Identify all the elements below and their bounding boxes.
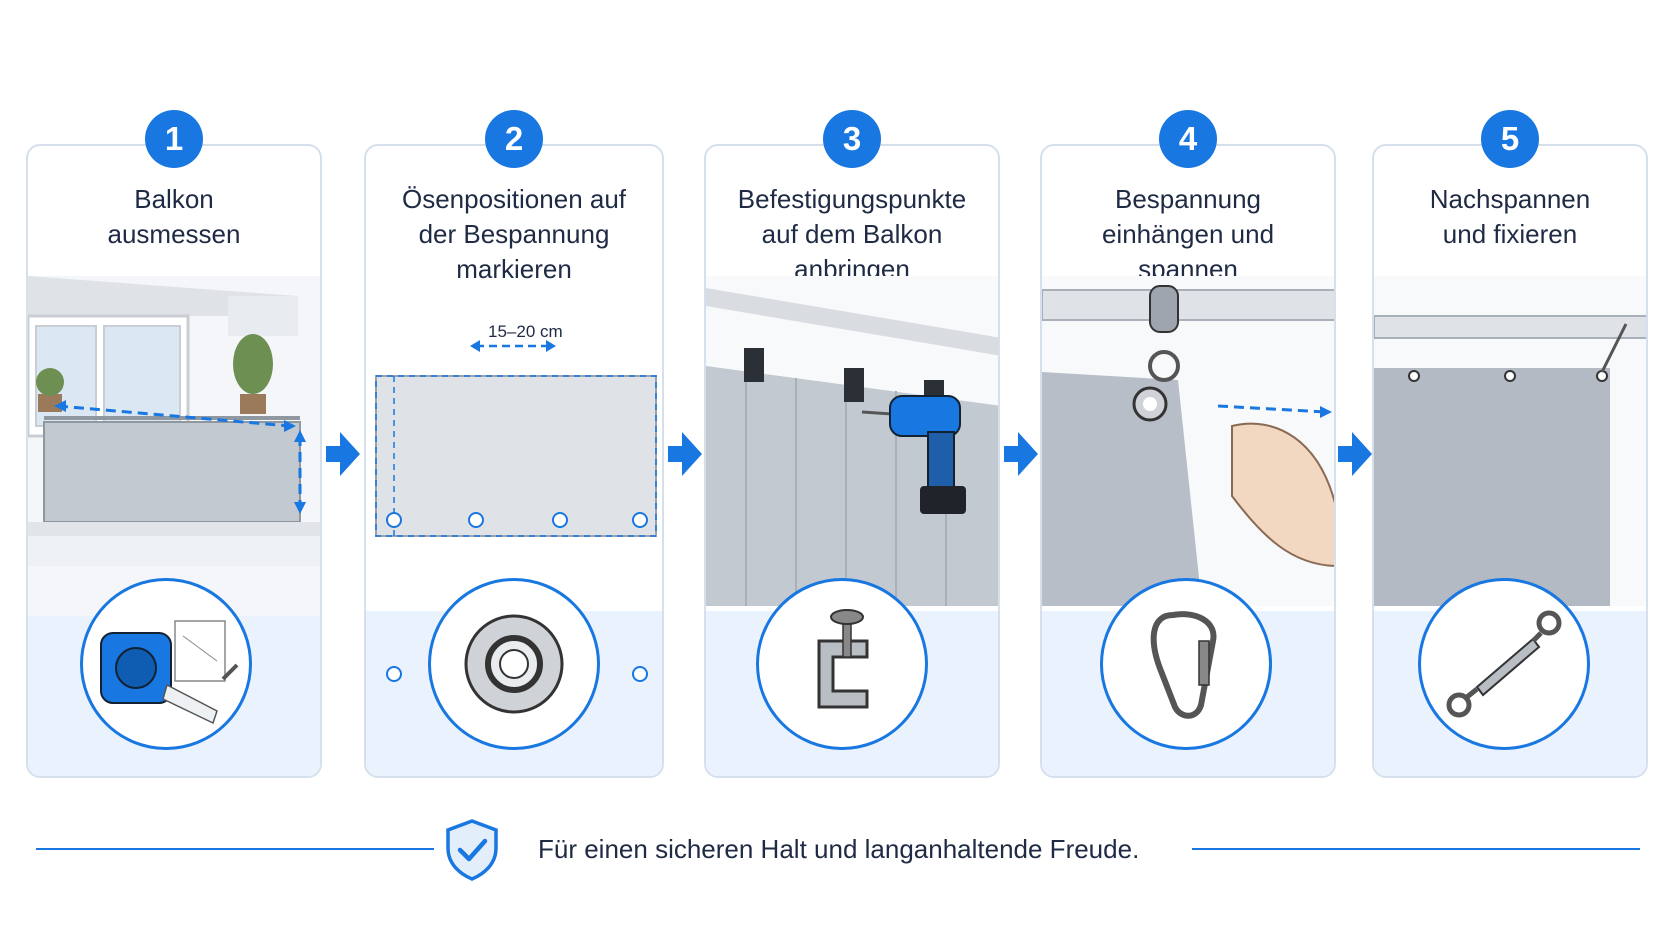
- step-card-2: Ösenpositionen auf der Bespannung markie…: [364, 144, 664, 778]
- tool-circle: [428, 578, 600, 750]
- tool-circle: [1418, 578, 1590, 750]
- step-title: Ösenpositionen auf der Bespannung markie…: [401, 184, 627, 284]
- turnbuckle-icon: [1446, 610, 1562, 718]
- tool-circle: [1100, 578, 1272, 750]
- tool-circle: [80, 578, 252, 750]
- footer-slogan: Für einen sicheren Halt und langanhalten…: [538, 834, 1140, 864]
- arrow-right-icon: [1004, 432, 1038, 476]
- tensioned-fabric-illustration: [1374, 276, 1646, 606]
- clamp-icon: [817, 609, 869, 709]
- footer-divider-right: [1192, 848, 1640, 850]
- step-title: Balkon ausmessen: [107, 184, 241, 249]
- step-card-4: Bespannung einhängen und spannen: [1040, 144, 1336, 778]
- step-title: Befestigungspunkte auf dem Balkon anbrin…: [737, 184, 967, 284]
- step-card-3: Befestigungspunkte auf dem Balkon anbrin…: [704, 144, 1000, 778]
- fabric-marking-illustration: [375, 340, 657, 537]
- step-card-1: Balkon ausmessen: [26, 144, 322, 778]
- arrow-right-icon: [668, 432, 702, 476]
- arrow-right-icon: [326, 432, 360, 476]
- step-title: Nachspannen und fixieren: [1429, 184, 1591, 249]
- drill-illustration: [706, 276, 998, 606]
- step-title: Bespannung einhängen und spannen: [1101, 184, 1275, 284]
- eyelet-icon: [464, 614, 564, 714]
- step-number-badge-2: 2: [485, 110, 543, 168]
- step-number-badge-4: 4: [1159, 110, 1217, 168]
- carabiner-icon: [1150, 611, 1217, 719]
- step-number-badge-3: 3: [823, 110, 881, 168]
- balcony-illustration: [28, 276, 320, 616]
- step-card-5: Nachspannen und fixieren: [1372, 144, 1648, 778]
- shield-check-icon: [446, 819, 498, 881]
- tool-circle: [756, 578, 928, 750]
- hanging-illustration: [1042, 276, 1334, 606]
- step-number-badge-1: 1: [145, 110, 203, 168]
- arrow-right-icon: [1338, 432, 1372, 476]
- step-number-badge-5: 5: [1481, 110, 1539, 168]
- tape-measure-icon: [100, 620, 239, 725]
- dimension-label: 15–20 cm: [488, 322, 563, 341]
- footer-divider-left: [36, 848, 434, 850]
